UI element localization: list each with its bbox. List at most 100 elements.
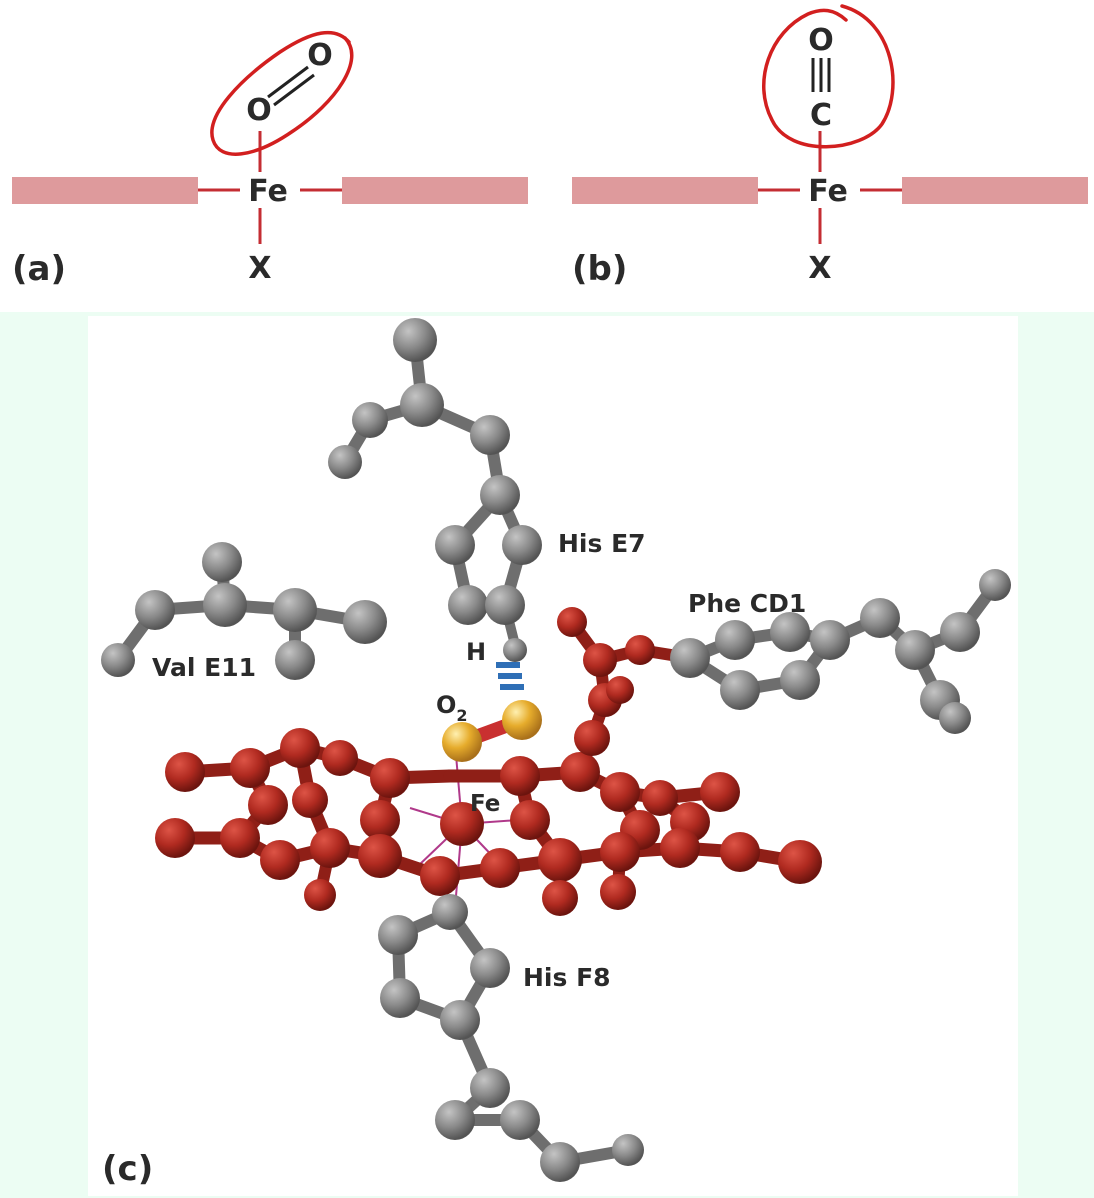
- heme-atom: [560, 752, 600, 792]
- his-f8-atom: [378, 915, 418, 955]
- carbon-atom-label: C: [810, 98, 832, 133]
- heme-atom: [625, 635, 655, 665]
- his-e7-atom: [502, 525, 542, 565]
- oxygen-atom: [502, 700, 542, 740]
- hydrogen-atom: [503, 638, 527, 662]
- heme-atom: [500, 756, 540, 796]
- heme-atom: [600, 874, 636, 910]
- o-o-double-bond-1: [267, 65, 309, 99]
- val-e11-atom: [135, 590, 175, 630]
- his-e7-atom: [485, 585, 525, 625]
- heme-atom: [583, 643, 617, 677]
- porphyrin-plane-right: [902, 177, 1088, 204]
- heme-atom: [292, 782, 328, 818]
- his-f8-atom: [435, 1100, 475, 1140]
- heme-atom: [360, 800, 400, 840]
- label-his-e7: His E7: [558, 529, 646, 558]
- phe-cd1-atom: [715, 620, 755, 660]
- his-e7-atom: [480, 475, 520, 515]
- panel-b: Fe X C O (b): [572, 4, 1088, 289]
- heme-atom: [248, 785, 288, 825]
- panel-c-label: (c): [102, 1149, 153, 1189]
- phe-cd1-atom: [770, 612, 810, 652]
- heme-atom: [480, 848, 520, 888]
- panel-a: Fe X O O (a): [12, 30, 528, 289]
- heme-atom: [642, 780, 678, 816]
- his-e7-atom: [352, 402, 388, 438]
- his-f8-atom: [432, 894, 468, 930]
- oxygen-atom-label-1: O: [246, 93, 272, 128]
- heme-atom: [155, 818, 195, 858]
- label-iron: Fe: [470, 791, 500, 817]
- oxygen-subscript: 2: [456, 706, 467, 725]
- fe-atom-label: Fe: [248, 174, 288, 209]
- val-e11-atom: [101, 643, 135, 677]
- heme-atom: [220, 818, 260, 858]
- panel-b-label: (b): [572, 249, 627, 289]
- label-oxygen-molecule: O2: [436, 691, 468, 725]
- val-e11-atom: [275, 640, 315, 680]
- phe-cd1-atom: [720, 670, 760, 710]
- heme-atom: [260, 840, 300, 880]
- heme-atom: [370, 758, 410, 798]
- his-f8-atom: [380, 978, 420, 1018]
- phe-cd1-atom: [780, 660, 820, 700]
- heme-atom: [420, 856, 460, 896]
- his-e7-atom: [448, 585, 488, 625]
- heme-atom: [660, 828, 700, 868]
- phe-cd1-atom: [895, 630, 935, 670]
- heme-atom: [230, 748, 270, 788]
- panel-c-labels: His E7 Phe CD1 Val E11 His F8 H O2 Fe (c…: [102, 529, 806, 1189]
- heme-atom: [280, 728, 320, 768]
- heme-atom: [606, 676, 634, 704]
- heme-atom: [322, 740, 358, 776]
- phe-cd1-atom: [860, 598, 900, 638]
- his-e7-atom: [328, 445, 362, 479]
- panel-c-molecule: [101, 318, 1011, 1182]
- annotation-circle-o2: [210, 30, 354, 156]
- phe-cd1-atom: [979, 569, 1011, 601]
- his-f8-atom: [470, 1068, 510, 1108]
- heme-atom: [600, 832, 640, 872]
- heme-atom: [304, 879, 336, 911]
- panel-a-label: (a): [12, 249, 66, 289]
- his-f8-atom: [500, 1100, 540, 1140]
- phe-cd1-atom: [939, 702, 971, 734]
- label-hydrogen: H: [466, 638, 486, 666]
- top-panels-background: [0, 0, 1094, 312]
- heme-atom: [700, 772, 740, 812]
- fe-atom-label: Fe: [808, 174, 848, 209]
- oxygen-atom: [442, 722, 482, 762]
- oxygen-symbol: O: [436, 691, 456, 719]
- val-e11-atom: [202, 542, 242, 582]
- heme-atom: [574, 720, 610, 756]
- oxygen-atom-label-2: O: [307, 38, 333, 73]
- porphyrin-plane-right: [342, 177, 528, 204]
- his-f8-atom: [470, 948, 510, 988]
- his-e7-atom: [393, 318, 437, 362]
- his-e7-atom: [435, 525, 475, 565]
- heme-atom: [557, 607, 587, 637]
- o-o-double-bond-2: [273, 73, 315, 107]
- oxygen-atom-label: O: [808, 23, 834, 58]
- his-f8-atom: [440, 1000, 480, 1040]
- his-f8-atom: [540, 1142, 580, 1182]
- porphyrin-plane-left: [12, 177, 198, 204]
- panel-c-background: [88, 316, 1018, 1196]
- val-e11-atom: [343, 600, 387, 644]
- heme-atom: [538, 838, 582, 882]
- phe-cd1-atom: [940, 612, 980, 652]
- porphyrin-plane-left: [572, 177, 758, 204]
- x-ligand-label: X: [248, 251, 271, 286]
- label-phe-cd1: Phe CD1: [688, 589, 806, 618]
- annotation-circle-co: [762, 4, 895, 149]
- his-e7-atom: [470, 415, 510, 455]
- label-his-f8: His F8: [523, 963, 611, 992]
- phe-cd1-atom: [670, 638, 710, 678]
- heme-atom: [165, 752, 205, 792]
- x-ligand-label: X: [808, 251, 831, 286]
- heme-atom: [510, 800, 550, 840]
- label-val-e11: Val E11: [152, 653, 256, 682]
- heme-atom: [358, 834, 402, 878]
